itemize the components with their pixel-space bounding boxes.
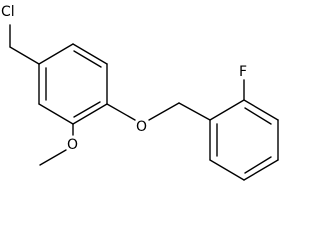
ring-double-bond (73, 50, 102, 68)
ch2-bond (9, 46, 40, 65)
ether-oxygen-label: O (136, 119, 147, 135)
ring-bond (243, 159, 279, 181)
methoxy-group: O (39, 123, 78, 166)
ch2-ring-bond (178, 102, 211, 121)
structure-canvas: Cl O O (1, 4, 279, 181)
right-benzene-ring (209, 99, 279, 181)
ring-bond (72, 43, 108, 65)
o-ch3-bond (39, 149, 67, 166)
ring-bond (243, 99, 279, 121)
ring-double-bond (244, 156, 272, 174)
ring-double-bond (73, 101, 101, 118)
ring-bond (38, 103, 74, 125)
ring-bond (209, 159, 245, 181)
fluorine-label: F (239, 64, 247, 80)
fluoro-group: F (239, 64, 247, 101)
chloromethyl-group: Cl (1, 4, 40, 65)
structure-svg: Cl O O (1, 4, 279, 181)
ring-double-bond (244, 107, 272, 125)
left-benzene-ring (38, 43, 108, 125)
ring-bond (209, 99, 245, 121)
ring-o-bond (106, 103, 136, 121)
ring-bond (38, 43, 74, 65)
chlorine-label: Cl (1, 4, 15, 20)
ring-bond (72, 103, 108, 125)
methoxy-oxygen-label: O (67, 137, 78, 153)
ether-linkage: O (106, 102, 211, 135)
o-ch2-bond (148, 102, 180, 121)
